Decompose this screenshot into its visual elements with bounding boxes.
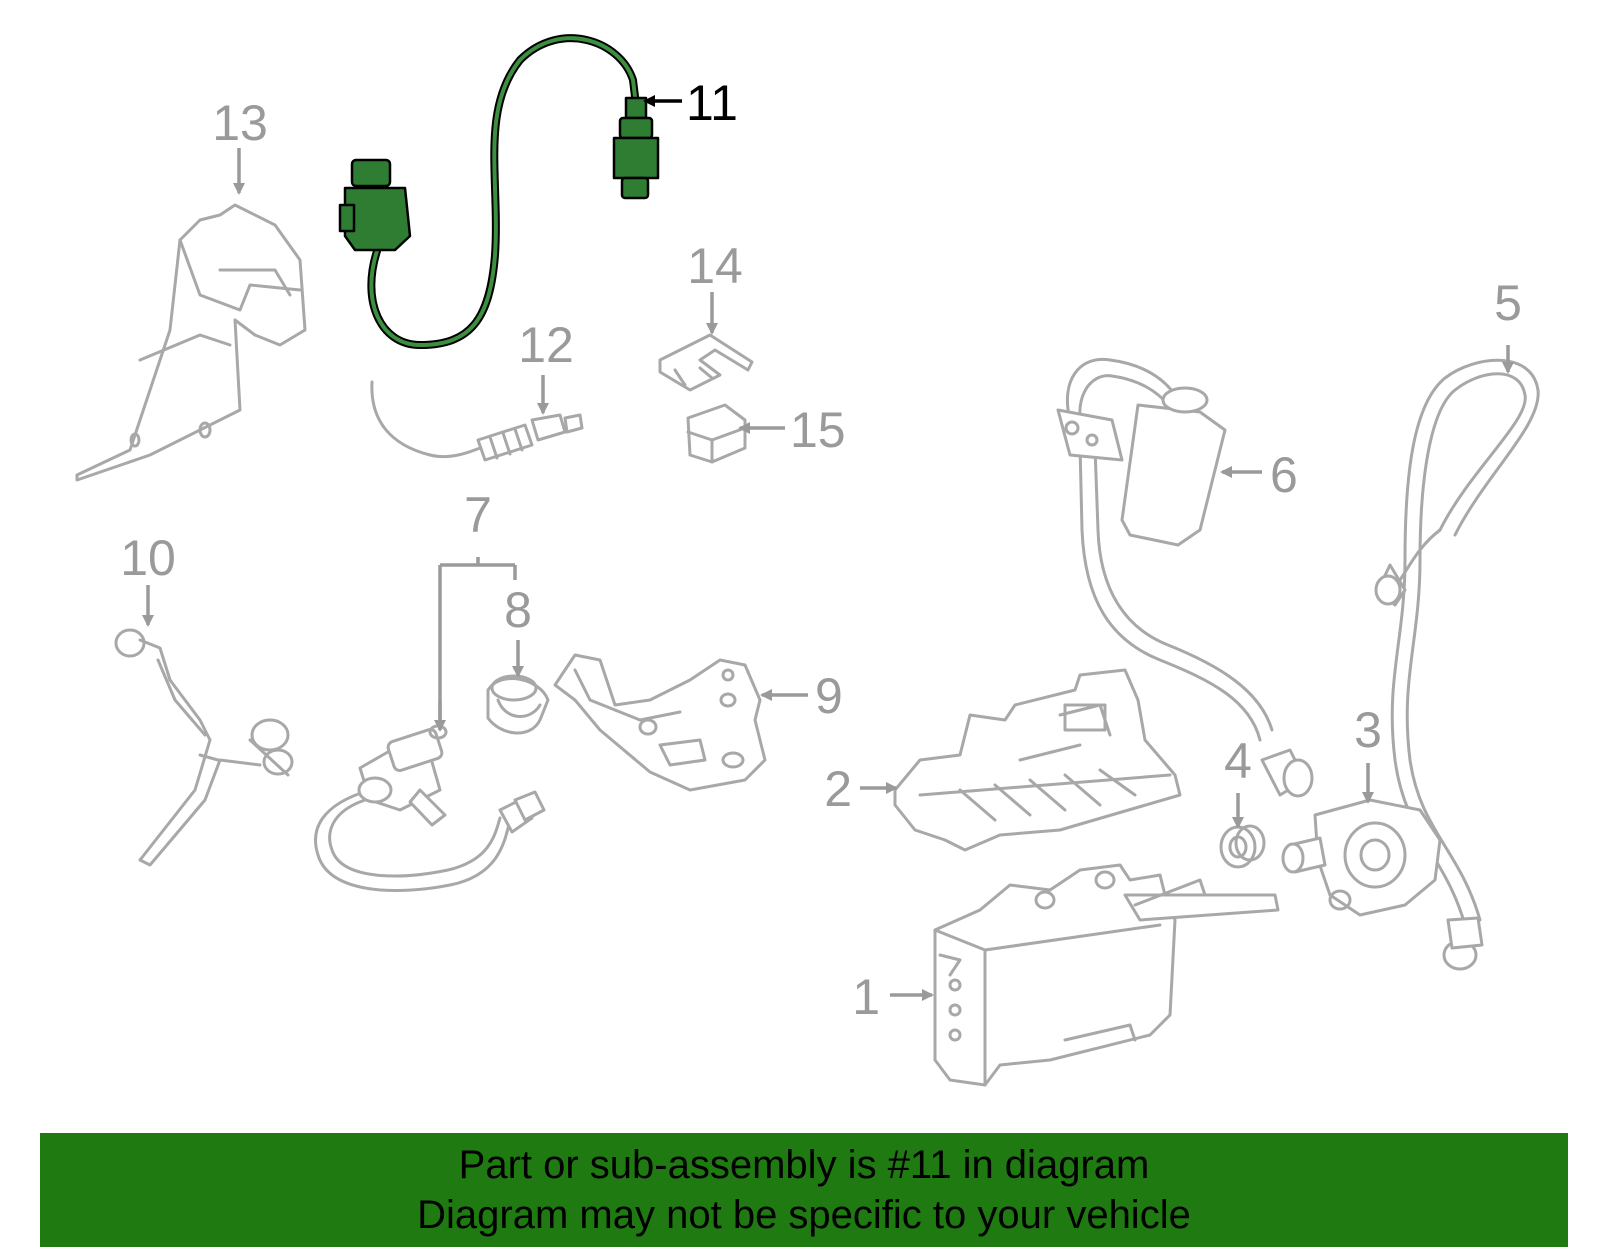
callout-15[interactable]: 15 xyxy=(790,402,846,458)
part-8-seal-ring[interactable] xyxy=(486,674,550,735)
callout-14[interactable]: 14 xyxy=(687,238,743,294)
callout-7[interactable]: 7 xyxy=(464,487,492,543)
info-banner: Part or sub-assembly is #11 in diagram D… xyxy=(40,1133,1568,1247)
part-14-bracket[interactable] xyxy=(658,333,754,392)
part-10-hose[interactable] xyxy=(114,628,294,867)
part-9-mounting-bracket[interactable] xyxy=(553,653,767,792)
part-7-purge-valve[interactable] xyxy=(314,724,546,893)
callout-9[interactable]: 9 xyxy=(815,668,843,724)
callout-12[interactable]: 12 xyxy=(518,317,574,373)
leader-7 xyxy=(438,557,517,730)
callout-11[interactable]: 11 xyxy=(686,75,738,131)
part-2-shield-plate[interactable] xyxy=(893,668,1182,852)
callout-2[interactable]: 2 xyxy=(824,761,852,817)
banner-line-part: Part or sub-assembly is #11 in diagram xyxy=(458,1143,1150,1187)
callout-6[interactable]: 6 xyxy=(1270,447,1298,503)
callout-13[interactable]: 13 xyxy=(212,95,268,151)
callout-8[interactable]: 8 xyxy=(504,582,532,638)
part-6-filter[interactable] xyxy=(1056,357,1314,798)
part-13-heat-shield[interactable] xyxy=(75,203,307,482)
callout-labels: 1 2 3 4 5 6 7 8 9 10 11 12 13 14 15 xyxy=(120,75,1522,1025)
part-4-grommet[interactable] xyxy=(1219,824,1266,869)
leader-lines xyxy=(142,95,1514,1001)
part-1-canister[interactable] xyxy=(933,863,1280,1087)
part-3-pump[interactable] xyxy=(1281,798,1442,917)
part-12-temperature-sensor[interactable] xyxy=(370,380,584,462)
callout-4[interactable]: 4 xyxy=(1224,733,1252,789)
part-15-clip[interactable] xyxy=(686,403,747,464)
callout-1[interactable]: 1 xyxy=(852,969,880,1025)
banner-line-disclaimer: Diagram may not be specific to your vehi… xyxy=(417,1193,1191,1237)
callout-5[interactable]: 5 xyxy=(1494,275,1522,331)
callout-10[interactable]: 10 xyxy=(120,530,176,586)
part-11-oxygen-sensor[interactable] xyxy=(338,34,660,350)
callout-3[interactable]: 3 xyxy=(1354,702,1382,758)
part-5-hose[interactable] xyxy=(1374,358,1540,971)
